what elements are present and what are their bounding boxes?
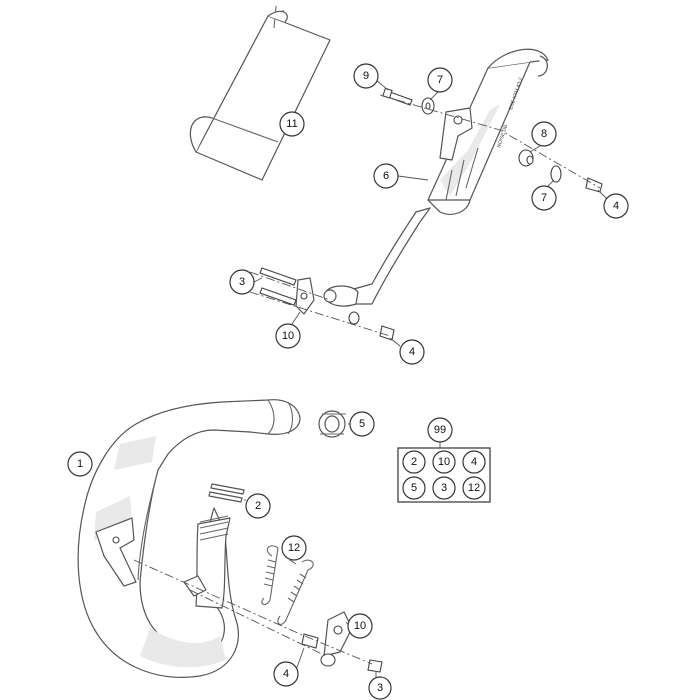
rubber-strips-part (208, 483, 245, 503)
callout-label: 7 (541, 192, 547, 204)
callout-label: 10 (354, 620, 366, 632)
damper-ring-part (318, 410, 346, 438)
callout-label: 6 (383, 170, 389, 182)
callout-label: 2 (255, 500, 261, 512)
kit-item: 4 (471, 456, 477, 468)
callout-label: 4 (409, 346, 415, 358)
callout-label: 4 (613, 200, 619, 212)
callout-label: 12 (288, 542, 300, 554)
callout-label: 1 (77, 458, 83, 470)
callout-label: 9 (363, 70, 369, 82)
kit-item: 10 (438, 456, 450, 468)
silencer-hardware (249, 87, 603, 341)
callout-label: 3 (239, 276, 245, 288)
protection-sleeve-part (189, 5, 331, 181)
callout-circle-11 (279, 111, 305, 137)
kit-item: 5 (411, 482, 417, 494)
kit-item: 2 (411, 456, 417, 468)
callout-label: 5 (359, 418, 365, 430)
kit-item: 12 (468, 482, 480, 494)
callout-label: 8 (541, 128, 547, 140)
callout-label: 3 (377, 682, 383, 694)
callout-label: 11 (286, 118, 297, 130)
callouts: 11 9 7 6 8 7 4 3 10 4 (67, 63, 629, 700)
callout-label: 7 (437, 74, 443, 86)
expansion-chamber-part (77, 399, 301, 678)
springs-part (261, 545, 314, 625)
kit-number: 99 (434, 424, 446, 436)
callout-label: 10 (282, 330, 294, 342)
callout-label: 4 (283, 668, 289, 680)
silencer-rear-pipe (323, 207, 431, 307)
kit-99-group: 99 2 10 4 5 3 12 (397, 417, 491, 503)
silencer-part: ESE KTM 43-2 NOISE DB (427, 48, 549, 215)
chamber-hardware (133, 559, 383, 673)
kit-item: 3 (441, 482, 447, 494)
